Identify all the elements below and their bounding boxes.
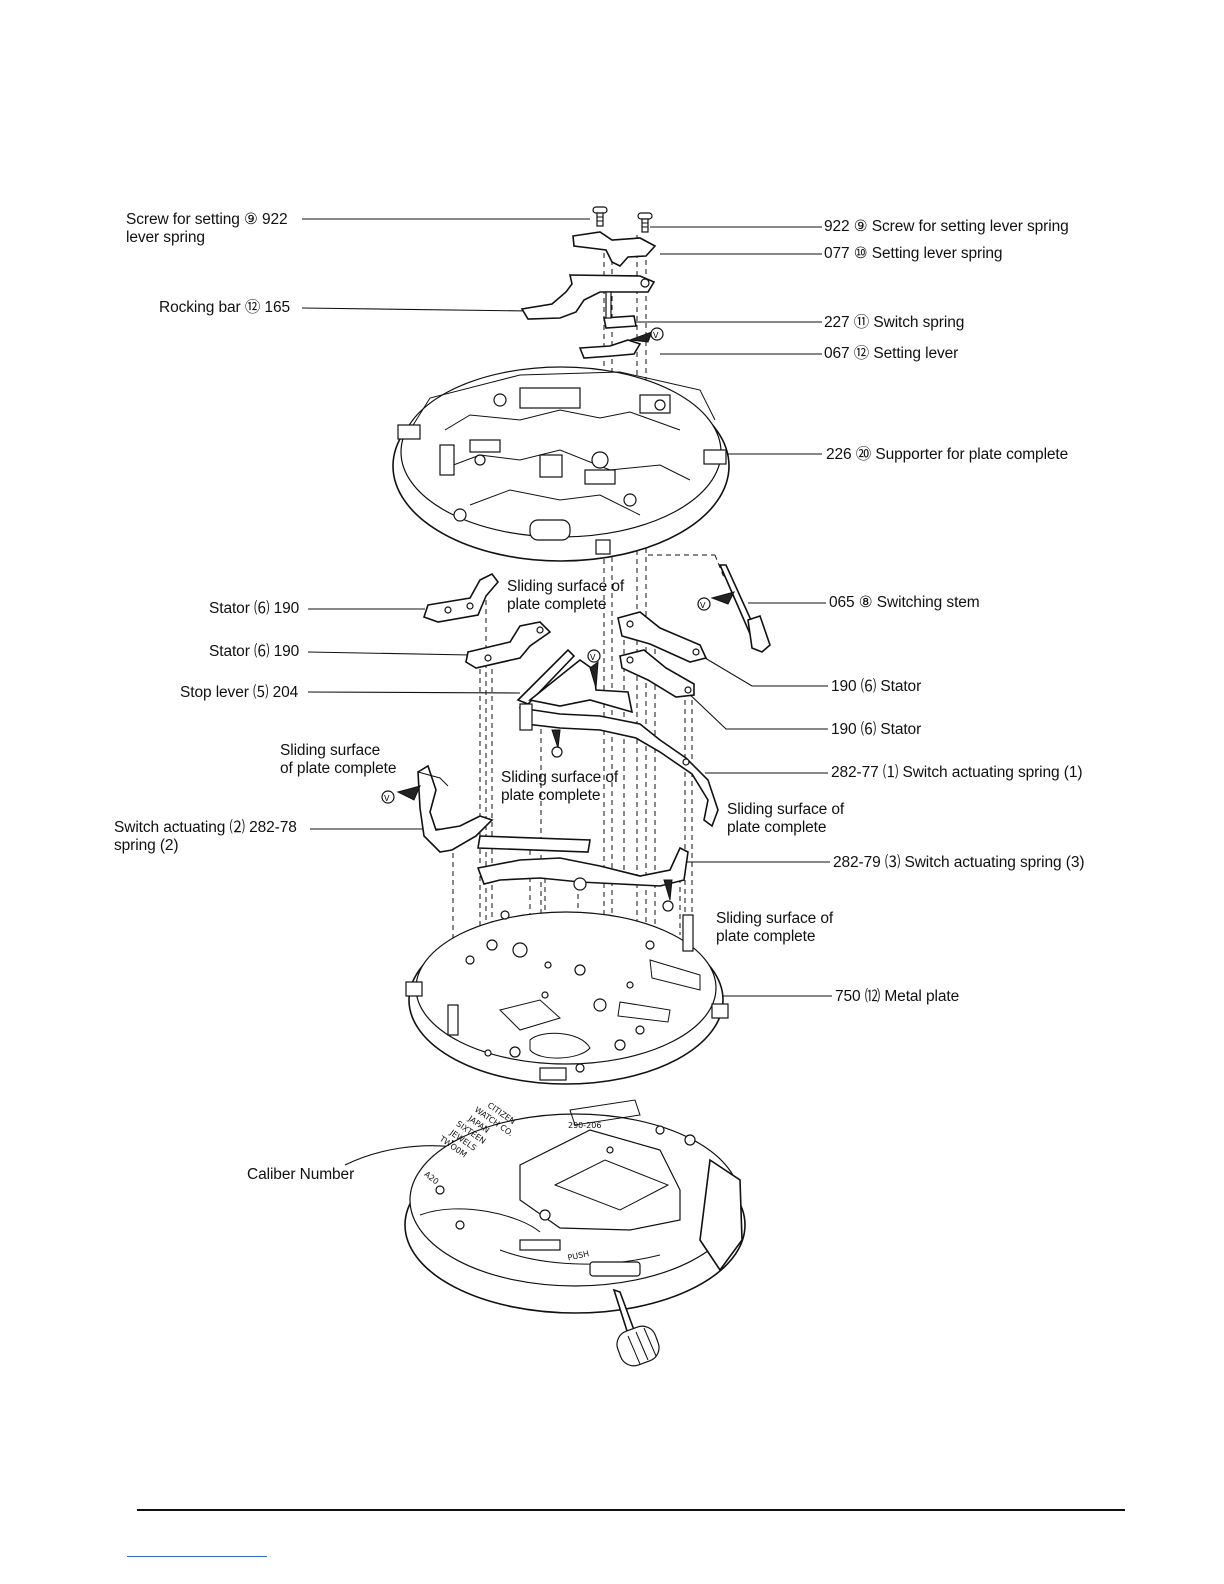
label-switching-stem: 065 ⑧ Switching stem <box>829 594 980 611</box>
label-caliber-number: Caliber Number <box>247 1166 355 1183</box>
label-screw-setting-right: 922 ⑨ Screw for setting lever spring <box>824 218 1069 235</box>
leader-lines <box>301 218 832 1166</box>
switch-actuating-spring-2-icon: V <box>381 764 591 853</box>
stator-3-icon <box>617 611 708 663</box>
label-setting-lever-spring: 077 ⑩ Setting lever spring <box>824 245 1003 262</box>
switching-stem-icon: V <box>697 564 771 653</box>
rocking-bar-icon <box>520 274 656 320</box>
label-switch-spring: 227 ⑪ Switch spring <box>824 314 965 331</box>
stop-lever-icon: V <box>516 648 634 714</box>
switch-actuating-spring-1-icon <box>518 703 719 828</box>
label-stator-3: 190 ⑹ Stator <box>831 678 922 695</box>
setting-lever-icon <box>578 339 642 359</box>
svg-text:V: V <box>384 794 390 803</box>
setting-lever-spring-icon <box>572 231 657 267</box>
label-stator-4: 190 ⑹ Stator <box>831 721 922 738</box>
label-sliding-right-1: Sliding surface of plate complete <box>727 801 845 836</box>
label-metal-plate: 750 ⑿ Metal plate <box>835 988 960 1005</box>
label-stator-1: Stator ⑹ 190 <box>209 600 300 617</box>
screw-left-icon <box>592 206 608 227</box>
label-stop-lever: Stop lever ⑸ 204 <box>180 684 299 701</box>
supporter-plate-icon <box>392 366 730 562</box>
metal-plate-icon <box>405 910 729 1085</box>
label-switch-spring-1: 282-77 ⑴ Switch actuating spring (1) <box>831 764 1083 781</box>
svg-text:V: V <box>700 601 706 610</box>
label-stator-2: Stator ⑹ 190 <box>209 643 300 660</box>
footer-rule <box>137 1509 1125 1511</box>
stator-4-icon <box>619 649 695 698</box>
label-supporter: 226 ⑳ Supporter for plate complete <box>826 446 1069 463</box>
label-sliding-top-center: Sliding surface of plate complete <box>507 578 625 613</box>
label-switch-spring-3: 282-79 ⑶ Switch actuating spring (3) <box>833 854 1085 871</box>
label-sliding-right-2: Sliding surface of plate complete <box>716 910 834 945</box>
svg-text:V: V <box>653 331 659 340</box>
footer-link-underline <box>127 1556 267 1557</box>
label-screw-setting-left: Screw for setting ⑨ 922 lever spring <box>126 211 288 246</box>
engraving-push: PUSH <box>567 1249 590 1262</box>
label-sliding-left: Sliding surface of plate complete <box>280 742 397 777</box>
label-rocking-bar: Rocking bar ⑫ 165 <box>159 299 290 316</box>
label-sliding-mid-center: Sliding surface of plate complete <box>501 769 619 804</box>
label-switch-spring-2: Switch actuating ⑵ 282-78 spring (2) <box>114 819 297 854</box>
label-setting-lever: 067 ⑫ Setting lever <box>824 345 959 362</box>
screw-right-icon <box>637 212 653 233</box>
engraving-ref: 290-206 <box>568 1121 601 1130</box>
movement-complete-icon: CITIZEN WATCH CO. JAPAN SIXTEEN JEWELS T… <box>404 1099 746 1367</box>
switch-spring-icon <box>603 315 637 329</box>
switch-actuating-spring-3-icon <box>476 846 689 912</box>
svg-text:V: V <box>590 653 596 662</box>
stator-1-icon <box>422 572 500 623</box>
